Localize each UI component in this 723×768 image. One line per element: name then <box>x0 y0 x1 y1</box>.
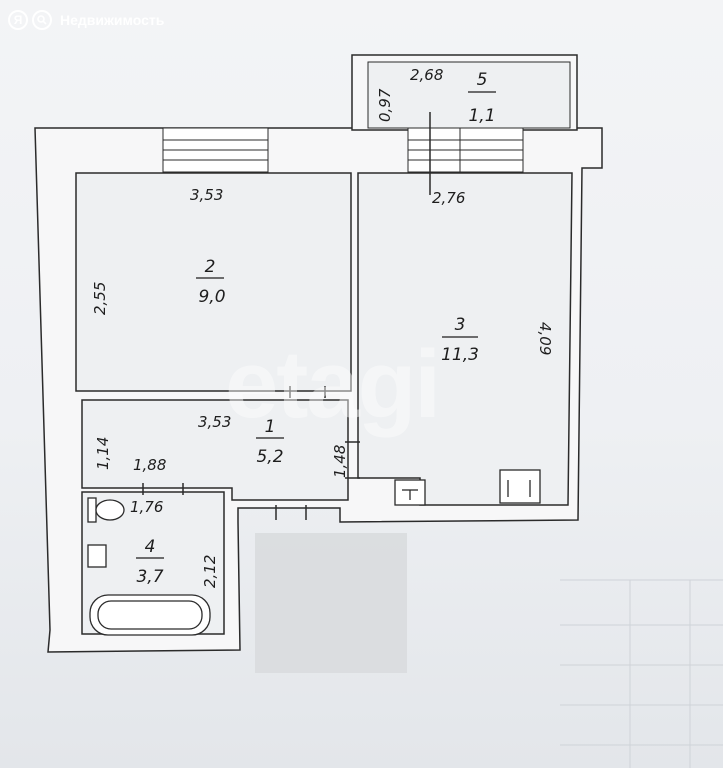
sink-icon <box>87 544 107 568</box>
ventilation-shaft-icon <box>394 479 426 506</box>
door-markers <box>142 112 431 520</box>
dim-room2-width: 3,53 <box>190 186 223 204</box>
dim-room3-width: 2,76 <box>432 189 465 207</box>
room-4-area: 3,7 <box>136 567 163 587</box>
dim-bath-height: 2,12 <box>201 555 219 588</box>
window-room-2 <box>162 127 269 173</box>
search-icon <box>32 10 52 30</box>
yandex-logo-icon: Я <box>8 10 28 30</box>
dim-hall-left-height: 1,14 <box>94 437 112 470</box>
toilet-icon <box>87 497 125 523</box>
room-3-number: 3 <box>455 315 466 335</box>
dim-room3-height: 4,09 <box>536 322 554 355</box>
room-2-floor <box>75 172 352 392</box>
bathtub-icon <box>89 594 211 636</box>
room-5-number: 5 <box>477 70 488 90</box>
dim-balcony-width: 2,68 <box>410 66 443 84</box>
room-1-number: 1 <box>265 417 276 437</box>
room-1-floor <box>81 399 349 501</box>
window-room-3 <box>407 127 524 173</box>
room-2-area: 9,0 <box>198 287 225 307</box>
room-5-area: 1,1 <box>468 106 495 126</box>
redacted-area <box>255 533 407 673</box>
room-2-number: 2 <box>205 257 216 277</box>
dim-balcony-height: 0,97 <box>376 88 394 122</box>
dim-room2-height: 2,55 <box>91 282 109 315</box>
brand-name: Недвижимость <box>60 12 165 28</box>
room-4-number: 4 <box>145 537 156 557</box>
dim-room1-width: 3,53 <box>198 413 231 431</box>
brand-logo[interactable]: Я Недвижимость <box>8 8 164 32</box>
room-3-area: 11,3 <box>441 345 479 365</box>
room-1-area: 5,2 <box>256 447 283 467</box>
kitchen-stove-icon <box>499 469 541 504</box>
watermark: etagi <box>225 331 441 438</box>
dim-hall-bottom-width: 1,88 <box>133 456 166 474</box>
dim-bath-width: 1,76 <box>130 498 163 516</box>
background-grid <box>560 579 723 768</box>
dim-room1-height: 1,48 <box>331 445 349 478</box>
